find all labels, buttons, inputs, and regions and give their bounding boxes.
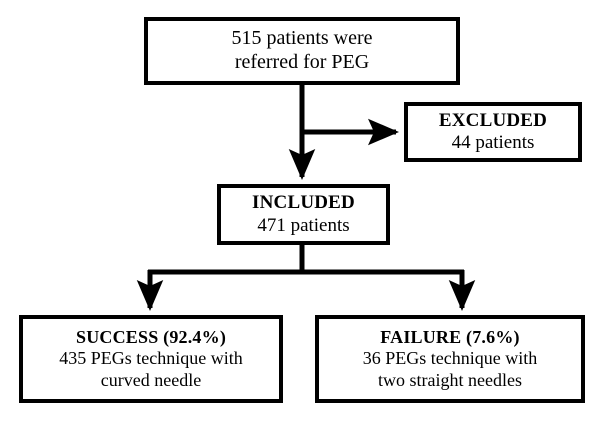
node-excluded-line-1: EXCLUDED — [438, 109, 548, 131]
node-failure-line-3: two straight needles — [378, 369, 522, 390]
node-failure: FAILURE (7.6%) 36 PEGs technique with tw… — [315, 315, 585, 403]
node-referred: 515 patients were referred for PEG — [144, 17, 460, 85]
node-excluded-line-2: 44 patients — [451, 132, 535, 153]
node-included-line-1: INCLUDED — [252, 192, 355, 214]
node-excluded: EXCLUDED 44 patients — [404, 102, 582, 162]
node-referred-line-2: referred for PEG — [234, 51, 370, 73]
node-failure-line-1: FAILURE (7.6%) — [380, 327, 520, 348]
node-included-line-2: 471 patients — [257, 214, 350, 236]
node-referred-line-1: 515 patients were — [231, 27, 373, 50]
node-success-line-3: curved needle — [100, 369, 202, 390]
node-included: INCLUDED 471 patients — [217, 184, 390, 245]
node-success-line-1: SUCCESS (92.4%) — [75, 327, 227, 348]
node-success-line-2: 435 PEGs technique with — [59, 348, 243, 369]
node-success: SUCCESS (92.4%) 435 PEGs technique with … — [19, 315, 283, 403]
node-failure-line-2: 36 PEGs technique with — [362, 348, 538, 369]
